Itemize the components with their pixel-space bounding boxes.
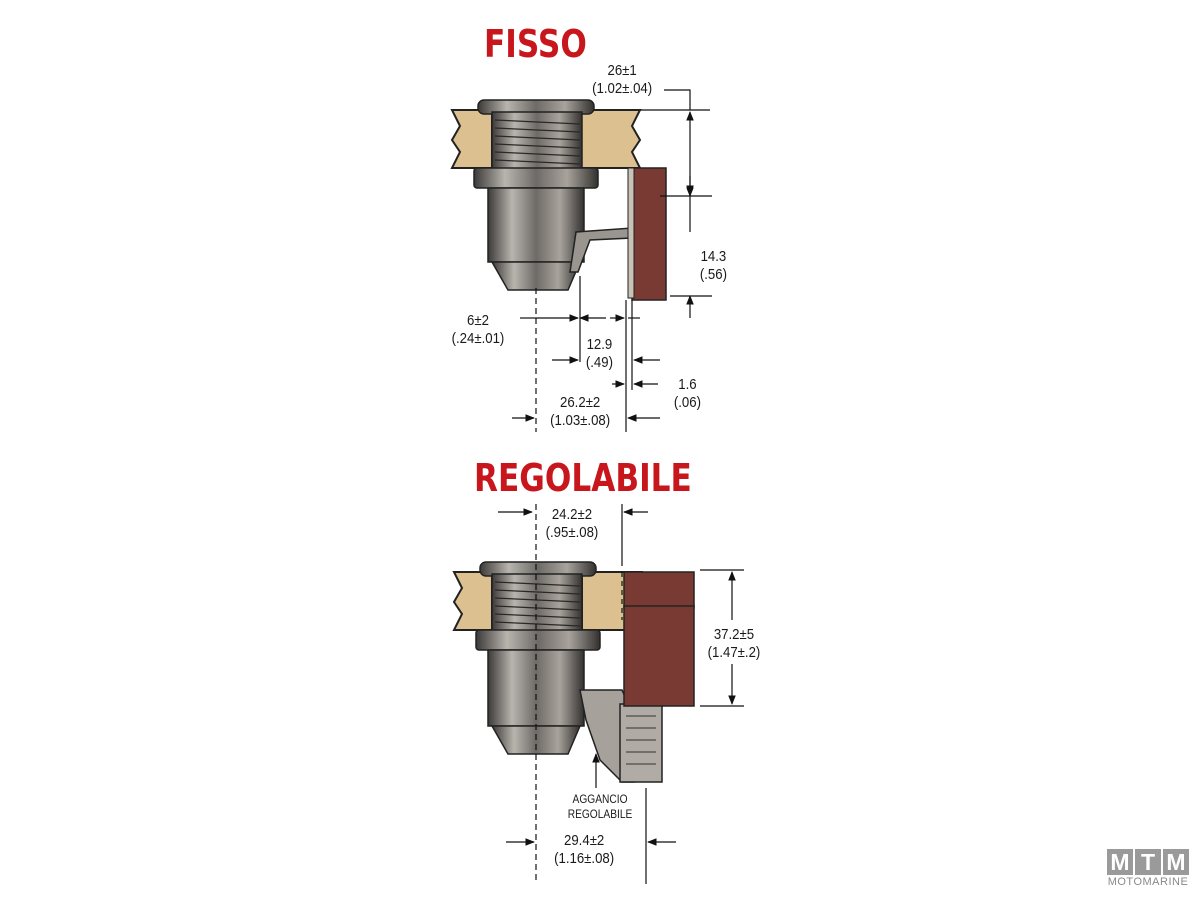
dim-mm: 26.2±2 — [559, 394, 601, 411]
dim-14-3-label: 14.3 (.56) — [700, 248, 727, 284]
dim-26-2-label: 26.2±2 (1.03±.08) — [550, 394, 610, 430]
dim-inch: (.06) — [673, 394, 701, 411]
dim-12-9-label: 12.9 (.49) — [586, 336, 613, 372]
lock-nut-2 — [475, 629, 601, 651]
lock-nut — [473, 167, 599, 189]
dim-mm: 1.6 — [678, 376, 697, 393]
dim-29-4-label: 29.4±2 (1.16±.08) — [554, 832, 614, 868]
hook-bracket — [619, 703, 663, 783]
logo-name: MOTOMARINE — [1107, 876, 1189, 888]
dim-6-label: 6±2 (.24±.01) — [452, 312, 505, 348]
dim-inch: (.24±.01) — [451, 330, 505, 347]
logo-letter: M — [1107, 849, 1133, 875]
dim-inch: (1.03±.08) — [550, 412, 611, 429]
panel-left — [450, 109, 493, 169]
adjustable-lock-drawing — [452, 561, 695, 783]
dim-mm: 24.2±2 — [551, 506, 593, 523]
dim-inch: (1.47±.2) — [707, 644, 761, 661]
adjustable-dimension-lines — [498, 504, 744, 884]
cam-plate-2 — [623, 571, 695, 609]
hook-teeth — [626, 715, 656, 765]
logo-letter: M — [1163, 849, 1189, 875]
dim-1-6-label: 1.6 (.06) — [674, 376, 701, 412]
dim-26-label: 26±1 (1.02±.04) — [592, 62, 652, 98]
panel-left-2 — [452, 571, 493, 631]
dim-inch: (.56) — [699, 266, 727, 283]
dim-mm: 26±1 — [607, 62, 637, 79]
cam-arm — [569, 227, 633, 273]
dim-inch: (1.02±.04) — [592, 80, 653, 97]
fixed-title: FISSO — [484, 22, 587, 66]
fixed-dimension-lines — [512, 89, 712, 432]
dim-mm: 12.9 — [586, 336, 613, 353]
lock-tail — [490, 261, 582, 291]
dim-mm: 6±2 — [466, 312, 489, 329]
fixed-lock-drawing — [450, 99, 667, 301]
cam-plate-2b — [623, 605, 695, 707]
cam-plate — [631, 167, 667, 301]
dim-inch: (.95±.08) — [545, 524, 599, 541]
dim-mm: 37.2±5 — [713, 626, 755, 643]
adjustable-hook-note: AGGANCIO REGOLABILE — [568, 792, 633, 822]
dim-mm: 29.4±2 — [563, 832, 605, 849]
thread-lines-2 — [494, 581, 581, 627]
dim-inch: (1.16±.08) — [554, 850, 615, 867]
dim-inch: (.49) — [585, 354, 613, 371]
note-line: REGOLABILE — [567, 807, 633, 821]
adjustable-title: REGOLABILE — [474, 456, 692, 500]
logo-letter: T — [1135, 849, 1161, 875]
panel-right — [579, 109, 642, 169]
note-line: AGGANCIO — [572, 792, 628, 806]
thread-lines — [494, 119, 581, 165]
dim-mm: 14.3 — [700, 248, 727, 265]
lock-barrel — [487, 187, 585, 263]
dim-24-2-label: 24.2±2 (.95±.08) — [546, 506, 599, 542]
dim-37-2-label: 37.2±5 (1.47±.2) — [708, 626, 761, 662]
